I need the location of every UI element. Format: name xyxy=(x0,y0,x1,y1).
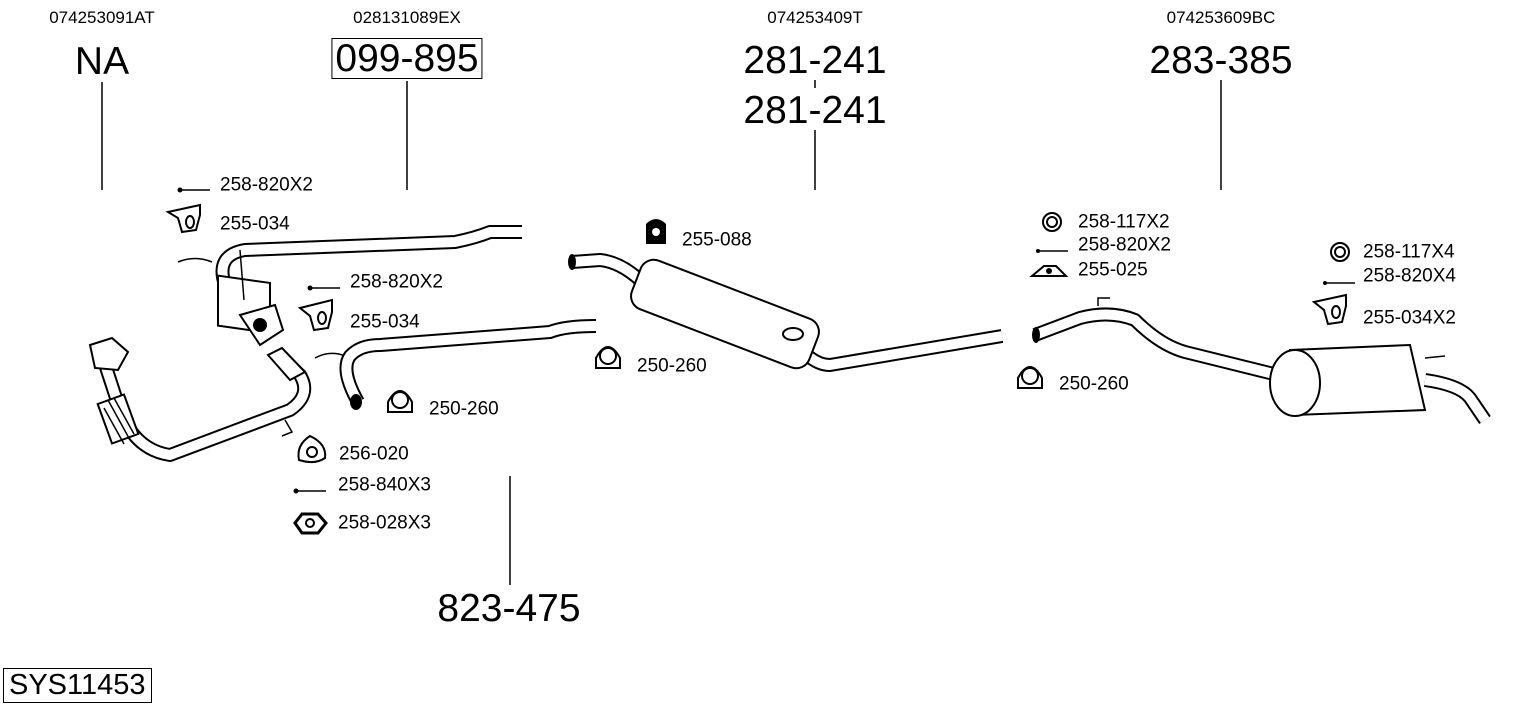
clamp-icon xyxy=(595,346,621,369)
bolt-icon xyxy=(307,285,340,291)
front-downpipe xyxy=(88,336,312,462)
ring-icon xyxy=(1042,212,1062,232)
hanger-icon xyxy=(165,203,201,234)
system-id: SYS11453 xyxy=(3,668,152,703)
accessory-label[interactable]: 255-034X2 xyxy=(1363,307,1456,329)
accessory-label[interactable]: 250-260 xyxy=(429,398,499,420)
accessory-label[interactable]: 258-820X2 xyxy=(220,174,313,196)
accessory-label[interactable]: 258-117X2 xyxy=(1078,211,1170,233)
clamp-icon xyxy=(1017,366,1043,389)
hanger-icon xyxy=(1311,293,1347,326)
rear-muffler xyxy=(1032,297,1491,424)
accessory-label[interactable]: 256-020 xyxy=(339,443,409,465)
accessory-label[interactable]: 258-820X2 xyxy=(1078,234,1171,256)
accessory-label[interactable]: 258-820X2 xyxy=(350,271,443,293)
center-muffler xyxy=(568,253,1004,372)
oem-number: 074253409T xyxy=(767,8,863,27)
accessory-label[interactable]: 258-820X4 xyxy=(1363,265,1456,287)
oem-number: 074253091AT xyxy=(49,8,155,27)
part-number[interactable]: 281-241 xyxy=(743,89,887,132)
accessory-label[interactable]: 258-117X4 xyxy=(1363,241,1455,263)
accessory-label[interactable]: 250-260 xyxy=(1059,373,1129,395)
intermediate-pipe xyxy=(314,319,597,410)
nut-icon xyxy=(293,512,328,535)
accessory-label[interactable]: 258-028X3 xyxy=(338,512,431,534)
bolt-icon xyxy=(1036,249,1068,253)
accessory-label[interactable]: 258-840X3 xyxy=(338,474,431,496)
accessory-label[interactable]: 255-034 xyxy=(220,213,290,235)
part-number-boxed[interactable]: 099-895 xyxy=(331,38,483,79)
front-pipe-part-number[interactable]: 823-475 xyxy=(437,587,581,630)
ring-icon xyxy=(1330,242,1350,262)
bolt-icon xyxy=(177,187,210,193)
bolt-icon xyxy=(293,488,326,494)
clamp-icon xyxy=(387,390,413,413)
part-number[interactable]: 281-241 xyxy=(743,39,887,82)
accessory-label[interactable]: 250-260 xyxy=(637,355,707,377)
rubber-mount-icon xyxy=(646,219,666,244)
oem-number: 074253609BC xyxy=(1166,8,1276,27)
hanger-icon xyxy=(1029,265,1069,277)
accessory-label[interactable]: 255-025 xyxy=(1078,259,1148,281)
oem-number: 028131089EX xyxy=(353,8,461,27)
part-number[interactable]: NA xyxy=(74,40,130,83)
accessory-label[interactable]: 255-088 xyxy=(682,229,752,251)
gasket-icon xyxy=(297,434,327,464)
hanger-icon xyxy=(297,298,333,332)
catalyst-pipe xyxy=(177,225,522,347)
part-number[interactable]: 283-385 xyxy=(1149,39,1293,82)
accessory-label[interactable]: 255-034 xyxy=(350,311,420,333)
bolt-icon xyxy=(1323,281,1355,285)
